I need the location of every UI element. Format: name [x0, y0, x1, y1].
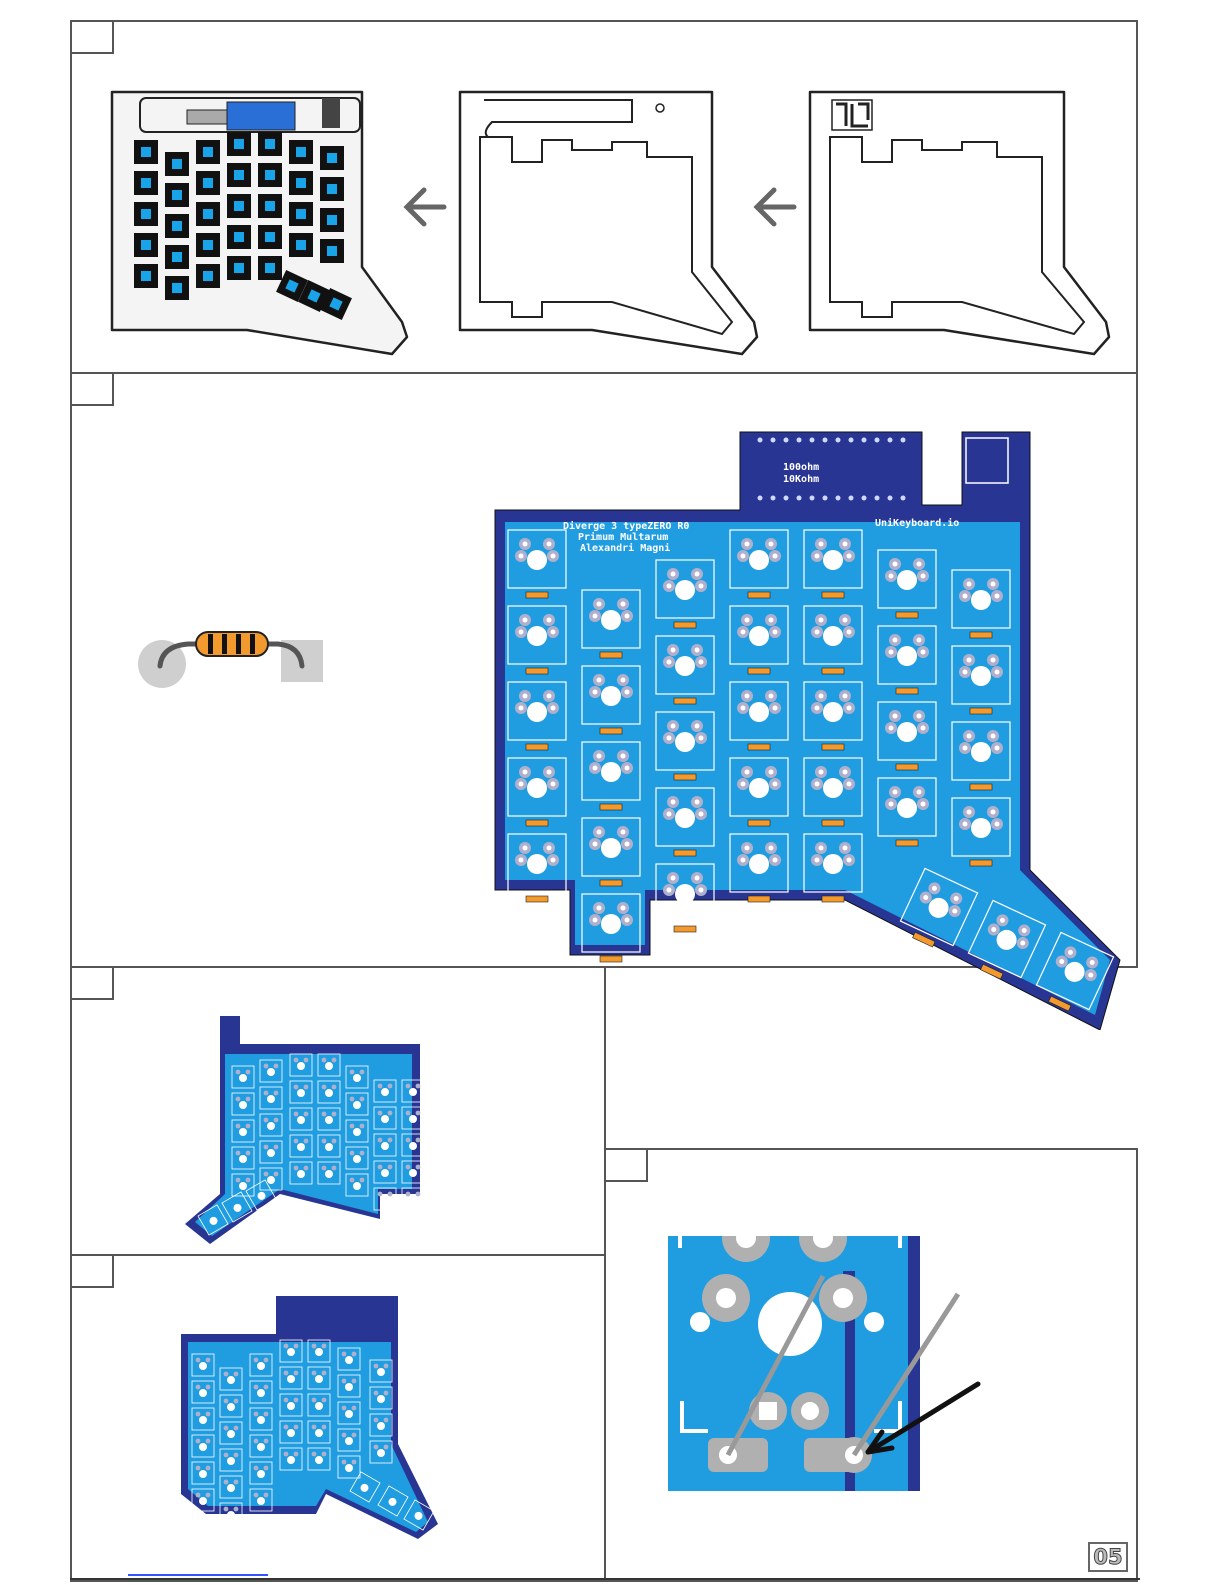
switch	[196, 171, 220, 195]
switch	[134, 202, 158, 226]
switch	[165, 214, 189, 238]
switch	[258, 163, 282, 187]
reset-switch-footprint	[966, 438, 1008, 483]
step-panel-pcb-view-b	[70, 1254, 606, 1582]
page-number: 05	[1088, 1542, 1128, 1572]
pcb-small-view-b	[176, 1294, 446, 1544]
footer-link-underline	[128, 1574, 268, 1576]
switch	[258, 132, 282, 156]
arrow-left-icon	[407, 190, 444, 224]
step-panel-solder-closeup: 05	[604, 1148, 1138, 1582]
switch	[196, 140, 220, 164]
switch	[134, 233, 158, 257]
switch	[320, 177, 344, 201]
switch	[134, 171, 158, 195]
middle-frame-layer	[460, 92, 757, 354]
switch	[320, 239, 344, 263]
switch	[227, 163, 251, 187]
switch	[289, 202, 313, 226]
switch	[165, 152, 189, 176]
step-panel-resistors: Diverge 3 typeZERO R0 Primum Multarum Al…	[70, 372, 1138, 968]
resistor-value-2: 10Kohm	[783, 474, 819, 485]
step-number-tab	[606, 1150, 648, 1182]
switch	[227, 225, 251, 249]
step-panel-case-assembly	[70, 20, 1138, 374]
switch	[289, 140, 313, 164]
pad-closeup-illustration	[668, 1236, 1008, 1496]
resistor-value-1: 100ohm	[783, 462, 819, 473]
pcb-brand-silk: UniKeyboard.io	[875, 517, 959, 529]
switch	[165, 183, 189, 207]
switch	[289, 233, 313, 257]
pcb-title-line-1: Diverge 3 typeZERO R0	[563, 520, 689, 532]
switch	[258, 194, 282, 218]
switch	[196, 233, 220, 257]
step-number-tab	[72, 374, 114, 406]
pcb-title-line-3: Alexandri Magni	[580, 542, 670, 554]
switch	[196, 264, 220, 288]
switch	[227, 132, 251, 156]
switch	[258, 256, 282, 280]
switch	[258, 225, 282, 249]
step-number-tab	[72, 968, 114, 1000]
assembled-plate	[112, 92, 407, 354]
step-panel-pcb-view-a	[70, 966, 606, 1256]
switch	[227, 194, 251, 218]
step-number-tab	[72, 1256, 114, 1288]
switch	[134, 264, 158, 288]
switch	[320, 208, 344, 232]
pcb-title-line-2: Primum Multarum	[578, 531, 668, 543]
switch	[196, 202, 220, 226]
bottom-frame-layer	[810, 92, 1109, 354]
pcb-top-view: Diverge 3 typeZERO R0 Primum Multarum Al…	[490, 430, 1150, 1030]
switch	[165, 245, 189, 269]
arrow-left-icon	[757, 190, 794, 224]
pcb-small-view-a	[180, 1014, 430, 1254]
switch	[165, 276, 189, 300]
footer-rule	[70, 1578, 1140, 1580]
switch	[320, 146, 344, 170]
resistor-icon	[138, 626, 338, 696]
case-layers-illustration	[72, 22, 1136, 372]
switch	[289, 171, 313, 195]
switch	[227, 256, 251, 280]
switch	[134, 140, 158, 164]
